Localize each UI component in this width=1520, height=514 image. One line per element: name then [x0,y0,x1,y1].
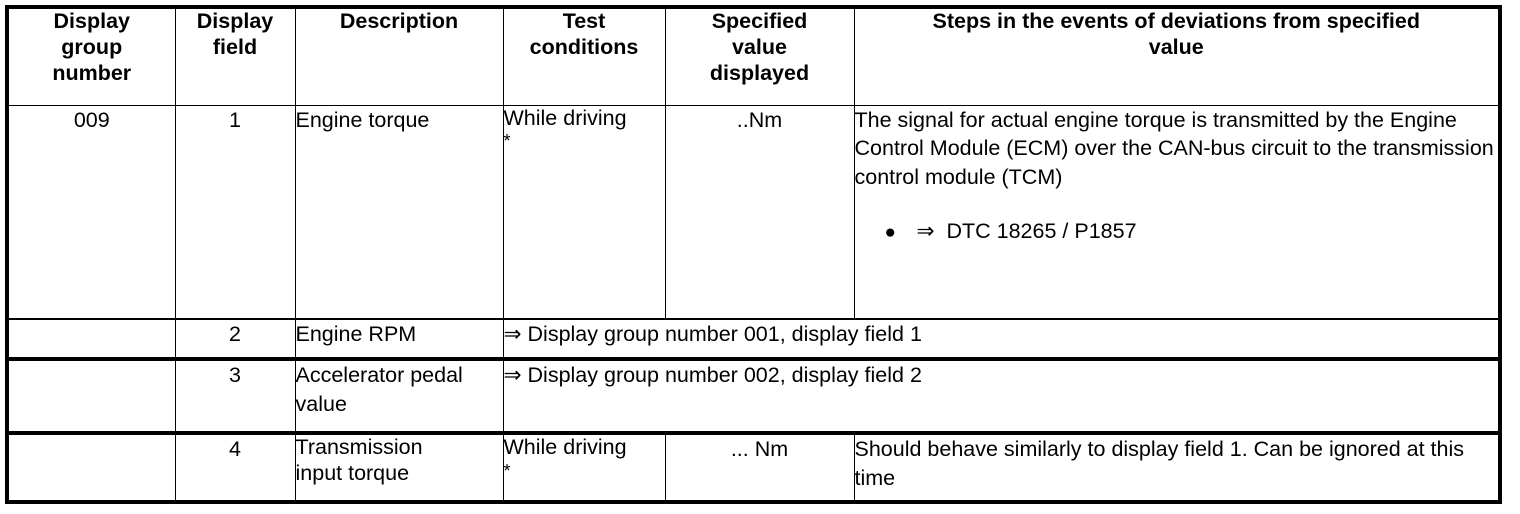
header-line-2: value [732,34,787,59]
cell-description: Accelerator pedal value [294,358,504,435]
cell-display-group-number: 009 [7,104,176,320]
footnote-asterisk: * [503,460,511,481]
cell-display-group-number [7,318,176,361]
cross-reference-text: Display group number 001, display field … [527,322,922,346]
cell-description: Engine RPM [294,318,504,361]
cell-test-conditions: While driving * [502,432,666,502]
test-condition-text: While driving [503,435,627,459]
cell-display-group-number [7,432,176,502]
header-row: Display group number Display field Descr… [7,6,1500,106]
table-row: 4 Transmission input torque While drivin… [7,432,1500,502]
column-header-description: Description [294,6,504,106]
cell-cross-reference: ⇒Display group number 001, display field… [502,318,1500,361]
cell-display-group-number [7,358,176,435]
cell-display-field: 1 [174,104,296,320]
cell-specified-value: ... Nm [664,432,855,502]
description-line-1: Transmission [295,435,423,459]
double-arrow-icon: ⇒ [503,363,522,387]
column-header-display-group-number: Display group number [7,6,176,106]
header-line-3: displayed [709,60,810,85]
table-row: 3 Accelerator pedal value ⇒Display group… [7,358,1500,435]
table-row: 2 Engine RPM ⇒Display group number 001, … [7,318,1500,361]
header-line-2: value [1148,34,1204,59]
cross-reference-line: ⇒Display group number 002, display field… [504,363,922,387]
header-line-2: group [61,34,123,59]
table-row: 009 1 Engine torque While driving * ..Nm… [7,104,1500,320]
table-header: Display group number Display field Descr… [7,6,1500,106]
header-line-1: Steps in the events of deviations from s… [932,9,1420,33]
table-body: 009 1 Engine torque While driving * ..Nm… [7,104,1500,502]
steps-paragraph: Should behave similarly to display field… [854,437,1465,490]
dtc-reference: DTC 18265 / P1857 [946,219,1137,244]
column-header-test-conditions: Test conditions [502,6,666,106]
header-line-1: Test [562,9,606,33]
header-line-2: conditions [529,34,639,59]
cell-test-conditions: While driving * [502,104,666,320]
footnote-asterisk: * [503,131,511,152]
cell-cross-reference: ⇒Display group number 002, display field… [502,358,1500,435]
cell-display-field: 2 [174,318,296,361]
header-line-1: Display [196,9,274,33]
cross-reference-line: ⇒Display group number 001, display field… [504,322,922,346]
cell-steps-on-deviation: Should behave similarly to display field… [853,432,1500,502]
header-line-1: Specified [711,9,808,33]
description-line-2: input torque [295,460,410,485]
double-arrow-icon: ⇒ [916,219,935,244]
column-header-steps-on-deviation: Steps in the events of deviations from s… [853,6,1500,106]
bullet-dot-icon: ● [884,222,896,244]
cell-display-field: 4 [174,432,296,502]
cell-specified-value: ..Nm [664,104,855,320]
header-line-3: number [52,60,132,85]
header-line-1: Description [339,9,459,33]
cell-steps-on-deviation: The signal for actual engine torque is t… [853,104,1500,320]
steps-paragraph: The signal for actual engine torque is t… [854,107,1494,189]
header-line-1: Display [53,9,130,33]
test-condition-text: While driving [503,105,627,130]
column-header-specified-value-displayed: Specified value displayed [664,6,855,106]
cell-display-field: 3 [174,358,296,435]
header-line-2: field [212,34,258,59]
cell-description: Transmission input torque [294,432,504,502]
diagnostic-display-groups-table: Display group number Display field Descr… [5,5,1502,504]
cross-reference-text: Display group number 002, display field … [527,363,922,387]
column-header-display-field: Display field [174,6,296,106]
steps-bullet-item: ● ⇒ DTC 18265 / P1857 [855,217,1499,246]
double-arrow-icon: ⇒ [503,322,522,346]
cell-description: Engine torque [294,104,504,320]
